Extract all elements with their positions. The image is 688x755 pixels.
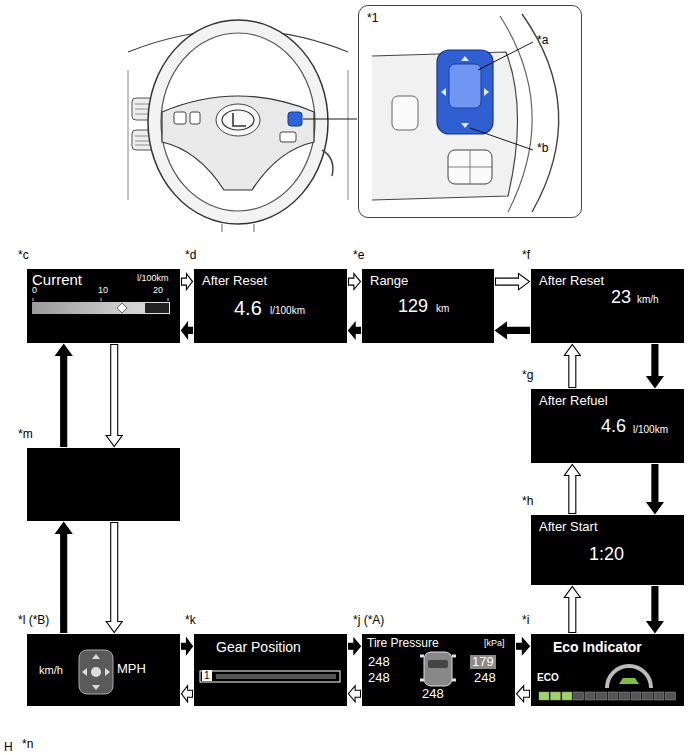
fuel-current-screen: *cCurrentl/100km01020 <box>27 269 180 343</box>
display-text: Current <box>32 272 82 289</box>
display-text: l/100km <box>633 424 668 435</box>
display-text: 23 <box>611 288 631 308</box>
display-text: l/100km <box>137 274 169 284</box>
hollow-arrow <box>496 274 530 290</box>
display-text: After Refuel <box>539 394 608 408</box>
display-text: Eco Indicator <box>553 640 642 655</box>
display-text: [kPa] <box>484 639 505 649</box>
elapsed-time-screen: *hAfter Start1:20 <box>531 515 684 585</box>
avg-fuel-reset-screen: *dAfter Reset4.6l/100km <box>194 269 347 343</box>
display-text: 179 <box>470 655 496 669</box>
display-text: km/h <box>637 294 659 305</box>
hollow-arrow <box>564 345 580 388</box>
callout-inset: *1 <box>358 5 582 218</box>
solid-arrow <box>647 345 663 388</box>
callout-label: *c <box>18 249 29 262</box>
solid-arrow <box>349 322 361 338</box>
callout-label: *f <box>522 249 530 262</box>
solid-arrow <box>647 465 663 514</box>
eco-indicator-screen: *iEco IndicatorECO <box>531 634 684 706</box>
callout-label: *i <box>522 614 529 627</box>
solid-arrow <box>647 587 663 633</box>
tire-pressure-screen: *j (*A)Tire Pressure[kPa]248179248248248 <box>362 634 515 706</box>
callout-label: *b <box>537 142 548 155</box>
callout-label: *a <box>537 34 548 47</box>
display-text: ECO <box>537 672 559 683</box>
display-text: After Reset <box>539 274 604 288</box>
solid-arrow <box>496 322 530 338</box>
callout-label: *d <box>185 249 196 262</box>
callout-label: *m <box>18 428 33 441</box>
blank-screen: *m <box>27 448 180 521</box>
display-text: MPH <box>117 662 146 676</box>
hollow-arrow <box>182 274 193 290</box>
display-text: 129 <box>398 297 428 317</box>
callout-label: *n <box>22 738 33 751</box>
display-text: 20 <box>153 286 163 296</box>
callout-label: H <box>4 741 13 754</box>
hollow-arrow <box>182 686 193 702</box>
hollow-arrow <box>517 686 530 702</box>
callout-label: *j (*A) <box>353 614 384 627</box>
hollow-arrow <box>349 686 361 702</box>
avg-speed-screen: *fAfter Reset23km/h <box>531 269 684 343</box>
unit-setting-screen: *l (*B)km/hMPH <box>27 634 180 706</box>
callout-label: *1 <box>367 12 378 25</box>
display-text: km <box>436 303 449 314</box>
display-text: 4.6 <box>601 417 626 437</box>
callout-label: *g <box>522 369 533 382</box>
solid-arrow <box>56 345 72 447</box>
display-text: Range <box>370 274 408 288</box>
range-screen: *eRange129km <box>362 269 494 343</box>
hollow-arrow <box>106 345 122 447</box>
display-text: 0 <box>32 286 37 296</box>
callout-label: *l (*B) <box>18 614 49 627</box>
display-text: 1:20 <box>589 545 624 565</box>
display-text: 248 <box>368 671 390 685</box>
display-text: Gear Position <box>216 640 301 655</box>
callout-label: *k <box>185 614 196 627</box>
hollow-arrow <box>106 523 122 633</box>
hollow-arrow <box>349 274 361 290</box>
solid-arrow <box>182 638 193 654</box>
display-text: 10 <box>98 286 108 296</box>
callout-label: *h <box>522 495 533 508</box>
display-text: Tire Pressure <box>367 637 439 650</box>
hollow-arrow <box>564 465 580 514</box>
avg-fuel-refuel-screen: *gAfter Refuel4.6l/100km <box>531 389 684 463</box>
display-text: After Reset <box>202 274 267 288</box>
solid-arrow <box>517 638 530 654</box>
display-text: 1 <box>202 670 212 681</box>
display-text: After Start <box>539 520 598 534</box>
display-text: 248 <box>368 655 390 669</box>
solid-arrow <box>349 638 361 654</box>
display-text: km/h <box>39 664 63 676</box>
hollow-arrow <box>564 587 580 633</box>
callout-label: *e <box>353 249 364 262</box>
display-text: 4.6 <box>234 297 262 319</box>
display-text: l/100km <box>270 305 305 316</box>
display-text: 248 <box>474 671 496 685</box>
display-text: 248 <box>422 687 444 701</box>
solid-arrow <box>182 322 193 338</box>
solid-arrow <box>56 523 72 633</box>
gear-position-screen: *kGear Position1 <box>194 634 347 706</box>
